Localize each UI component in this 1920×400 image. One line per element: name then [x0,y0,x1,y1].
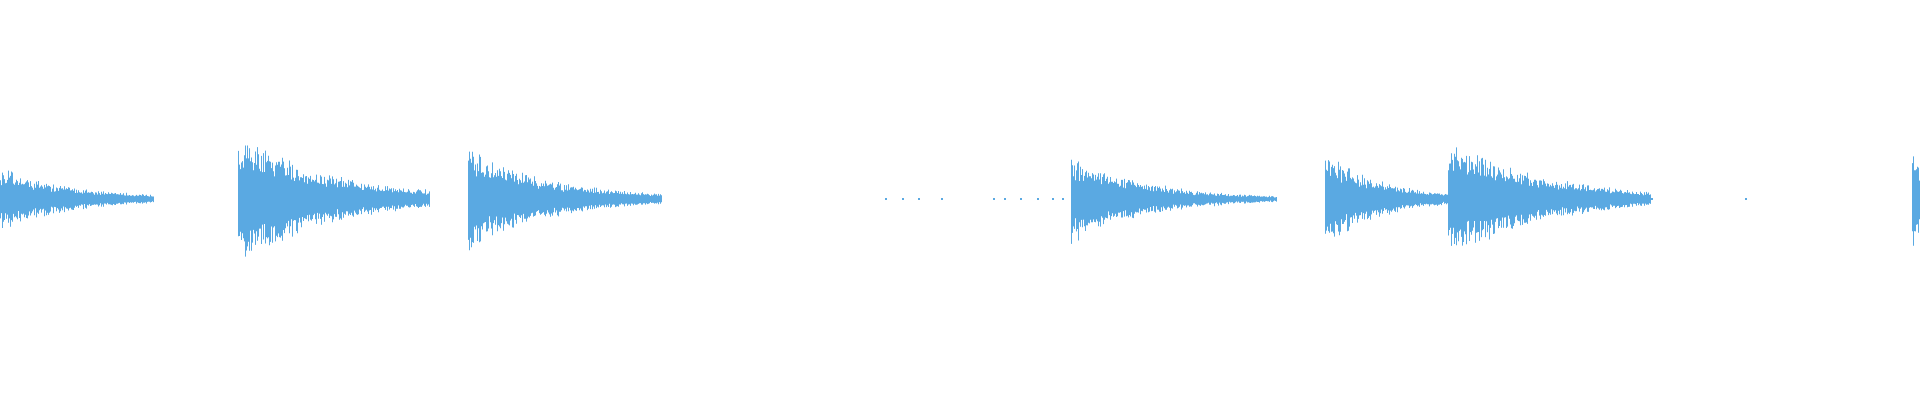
waveform-hit-shape [238,145,430,257]
waveform-speck-6 [1004,198,1006,200]
waveform-hit-6 [1448,147,1651,246]
waveform-speck-4 [941,198,943,200]
waveform-hit-shape [1448,147,1651,246]
waveform-speck-8 [1037,198,1039,200]
waveform-hit-4 [1071,159,1277,244]
waveform-hit-5 [1325,160,1448,237]
waveform-speck-5 [993,198,995,200]
waveform-hit-2 [238,145,430,257]
waveform-speck-9 [1052,198,1054,200]
waveform-hit-3 [468,151,662,251]
waveform-hit-shape [1071,159,1277,244]
waveform-hit-1 [0,170,154,228]
waveform-speck-2 [902,198,904,200]
waveform-hit-shape [0,170,154,228]
waveform-hit-7 [1912,156,1920,246]
waveform-hit-shape [468,151,662,251]
waveform-speck-12 [1745,198,1747,200]
waveform-hit-shape [1325,160,1448,237]
waveform-speck-11 [1651,198,1653,200]
waveform-speck-1 [885,198,887,200]
waveform-hit-shape [1912,156,1920,246]
waveform-speck-7 [1020,198,1022,200]
waveform-speck-10 [1062,198,1064,200]
waveform-speck-3 [918,198,920,200]
